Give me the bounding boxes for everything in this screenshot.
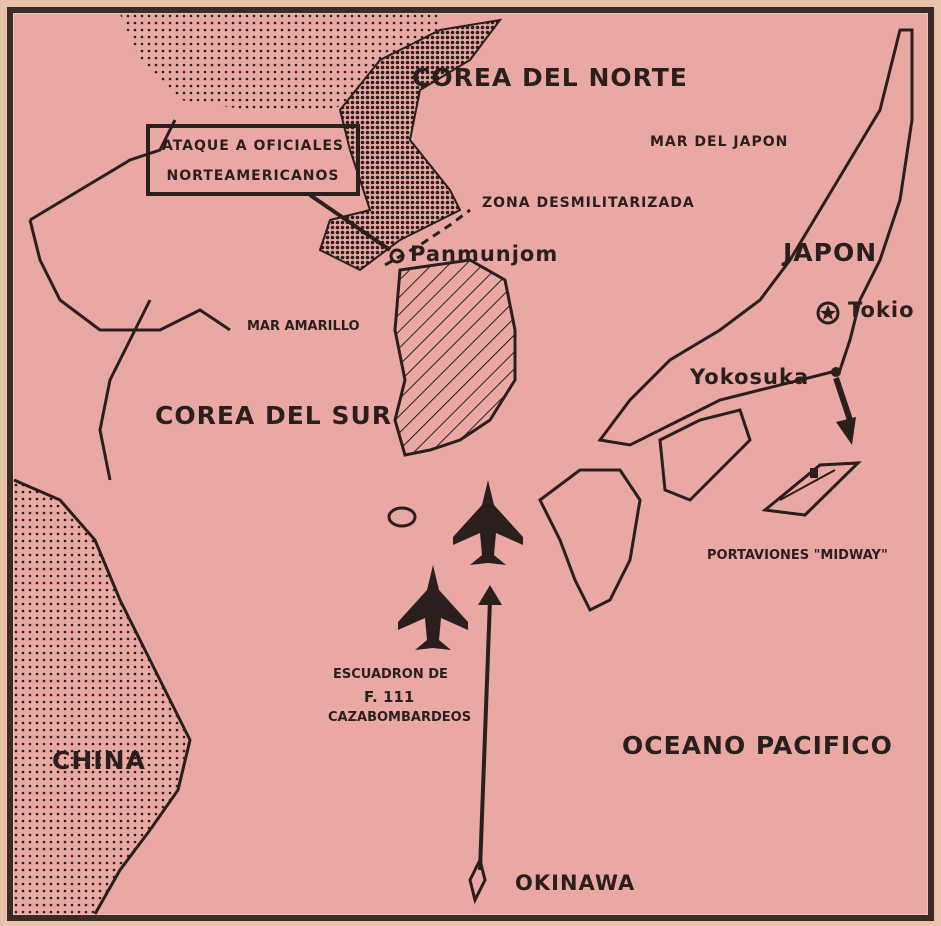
- china-coast: [13, 478, 192, 915]
- carrier-icon: [761, 461, 862, 517]
- label-yokosuka: Yokosuka: [690, 365, 810, 389]
- shikoku-island: [658, 408, 752, 502]
- callout-line2: NORTEAMERICANOS: [166, 168, 340, 184]
- star-icon: [820, 305, 836, 320]
- label-china: CHINA: [52, 746, 146, 775]
- jet-icon: [398, 565, 468, 650]
- label-south-korea: COREA DEL SUR: [155, 401, 392, 430]
- callout-line1: ATAQUE A OFICIALES: [161, 138, 345, 154]
- label-panmunjom: Panmunjom: [410, 242, 559, 266]
- kyushu-island: [538, 468, 642, 613]
- label-squadron-line2: F. 111: [364, 688, 415, 706]
- yokosuka-marker: [831, 367, 841, 377]
- honshu-island: [597, 28, 914, 447]
- north-korea-region: [318, 18, 503, 272]
- label-sea-of-japan: MAR DEL JAPON: [650, 134, 789, 150]
- flight-path-arrowhead: [478, 585, 502, 605]
- carrier-route-arrow: [833, 377, 853, 421]
- carrier-route-arrowhead: [836, 417, 856, 445]
- label-japan: JAPON: [783, 238, 878, 267]
- china-region: [14, 480, 190, 914]
- label-yellow-sea: MAR AMARILLO: [247, 319, 360, 334]
- label-dmz: ZONA DESMILITARIZADA: [482, 195, 695, 211]
- callout-pointer: [308, 193, 392, 252]
- attack-callout-box: ATAQUE A OFICIALES NORTEAMERICANOS: [146, 124, 360, 196]
- label-tokyo: Tokio: [848, 298, 915, 322]
- label-carrier: PORTAVIONES "MIDWAY": [707, 548, 888, 563]
- south-korea-region: [393, 258, 517, 457]
- jet-icon: [453, 480, 523, 565]
- jeju-island: [387, 506, 417, 528]
- map-border: [7, 7, 934, 921]
- okinawa-island: [468, 855, 487, 905]
- label-pacific-ocean: OCEANO PACIFICO: [622, 731, 893, 760]
- label-north-korea: COREA DEL NORTE: [412, 63, 688, 92]
- label-squadron-line3: CAZABOMBARDEOS: [328, 710, 472, 725]
- flight-path-line: [478, 599, 492, 871]
- label-squadron-line1: ESCUADRON DE: [333, 667, 448, 682]
- west-coast: [28, 119, 231, 481]
- panmunjom-marker: [389, 248, 405, 264]
- label-okinawa: OKINAWA: [515, 871, 636, 895]
